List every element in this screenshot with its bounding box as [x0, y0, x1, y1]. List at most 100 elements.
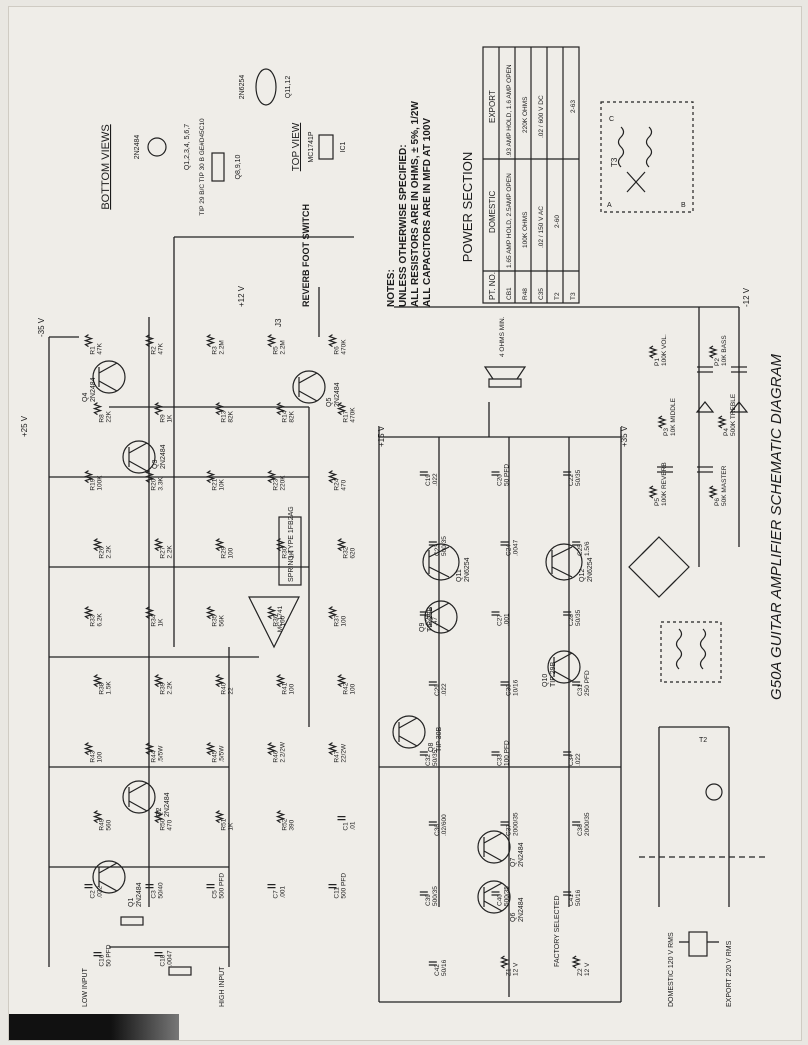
transistor-q12: Q12 2N6254	[545, 543, 594, 582]
component-ref: Q12	[579, 569, 586, 582]
resistor-icon	[275, 402, 286, 416]
component-val: 500K TREBLE	[730, 393, 737, 436]
svg-text:B: B	[681, 202, 686, 209]
reverb-switch: REVERB FOOT SWITCH J3	[274, 204, 320, 337]
capacitor-icon	[572, 821, 581, 826]
component-ref: C40	[497, 894, 504, 906]
capacitor-icon	[267, 884, 276, 889]
capacitor-icon	[206, 884, 215, 889]
component-ref: R41	[282, 682, 289, 694]
component-val: 2.2K	[167, 681, 174, 695]
component-val: 1K	[158, 618, 165, 627]
component-ref: R42	[343, 682, 350, 694]
resistor-icon	[266, 470, 277, 484]
transistor-q1: Q1 2N2484	[92, 860, 143, 907]
component-ref: C39	[425, 894, 432, 906]
component-ref: C11	[334, 887, 341, 899]
component-val: 100	[97, 751, 104, 762]
table-cell: 220K OHMS	[522, 96, 529, 133]
low-input-label: LOW INPUT	[82, 967, 89, 1007]
notes-header: NOTES:	[386, 269, 397, 307]
component-val: .0047	[513, 539, 520, 556]
component-val: 1K	[167, 414, 174, 423]
component-val: 22/2W	[341, 743, 348, 763]
bottom-view-2n2484: 2N2484 Q1,2,3,4, 5,6,7	[134, 124, 191, 170]
component-ref: R33	[90, 614, 97, 626]
component-val: 2N2484	[518, 897, 525, 922]
resistor-icon	[205, 334, 216, 348]
component-val: .022	[432, 473, 439, 486]
spring-label: SPRING TYPE 1FB2AG	[288, 506, 295, 582]
component-ref: R14	[282, 410, 289, 422]
resistor-icon	[92, 402, 103, 416]
potentiometer-icon	[717, 415, 727, 429]
domestic-label: DOMESTIC 120 V RMS	[668, 932, 675, 1007]
transistor-q10: Q10 TIP 29B	[542, 650, 581, 687]
transformer-t3: T3 C A B	[600, 101, 694, 213]
capacitor-icon	[500, 681, 509, 686]
component-ref: R5	[273, 346, 280, 355]
component-val: 500/35	[432, 886, 439, 906]
resistor-icon	[336, 402, 347, 416]
component-ref: Q4	[82, 393, 89, 402]
capacitor-icon	[419, 471, 428, 476]
component-ref: R50	[160, 818, 167, 830]
capacitor-icon	[328, 884, 337, 889]
component-val: 2N2484	[164, 792, 171, 817]
resistor-icon	[214, 538, 225, 552]
component-ref: C37	[506, 824, 513, 836]
component-val: 22	[228, 687, 235, 695]
component-val: 1.5/6	[584, 541, 591, 556]
component-val: 2N2484	[136, 882, 143, 907]
speaker-label: 4 OHMS MIN.	[499, 316, 506, 357]
component-ref: R8	[99, 414, 106, 423]
component-ref: R44	[151, 750, 158, 762]
component-val: 50K MASTER	[721, 465, 728, 506]
component-val: 100	[350, 683, 357, 694]
rail-label: -35 V	[37, 317, 46, 337]
power-section-title: POWER SECTION	[460, 152, 475, 263]
component-ref: R51	[221, 818, 228, 830]
component-ref: Q2	[156, 808, 163, 817]
notes-line: ALL CAPACITORS ARE IN MFD AT 100V	[422, 118, 433, 307]
component-val: 22K	[106, 410, 113, 422]
component-val: 470	[341, 479, 348, 490]
resistor-icon	[266, 606, 277, 620]
resistor-icon	[83, 606, 94, 620]
component-ref: Q11	[456, 569, 463, 582]
component-val: 500/35	[504, 886, 511, 906]
component-val: 82K	[289, 410, 296, 422]
svg-text:A: A	[607, 202, 612, 209]
component-val: 50/35	[432, 749, 439, 766]
component-ref: P1	[654, 358, 661, 366]
resistor-icon	[327, 334, 338, 348]
capacitor-icon	[563, 471, 572, 476]
component-val: MC 1741	[277, 605, 284, 632]
schematic-diagram: G50A GUITAR AMPLIFIER SCHEMATIC DIAGRAM …	[20, 46, 785, 1007]
component-val: 10/16	[513, 679, 520, 696]
component-val: 6.2K	[97, 613, 104, 627]
resistor-icon	[275, 674, 286, 688]
capacitor-icon	[337, 816, 346, 821]
component-ref: R47	[334, 750, 341, 762]
component-ref: R35	[212, 614, 219, 626]
component-val: 56K	[219, 614, 226, 626]
top-view-use: IC1	[340, 141, 347, 152]
dip8-outline-icon	[318, 134, 334, 160]
component-val: .022	[441, 683, 448, 696]
component-val: .001	[504, 613, 511, 626]
component-ref: R6	[334, 346, 341, 355]
potentiometer-icon	[657, 415, 667, 429]
component-ref: P2	[714, 358, 721, 366]
bottom-view-part: TIP 29 B/C TIP 30 B GE#D45C10	[199, 118, 206, 216]
capacitor-icon	[428, 821, 437, 826]
capacitor-icon	[491, 891, 500, 896]
capacitor-icon	[563, 611, 572, 616]
capacitor-icon	[84, 884, 93, 889]
capacitor-icon	[491, 751, 500, 756]
component-ref: C16	[99, 954, 106, 966]
component-ref: C38	[577, 824, 584, 836]
input-jacks: LOW INPUT HIGH INPUT	[82, 916, 226, 1007]
component-val: 2.2K	[167, 545, 174, 559]
component-val: 2.2M	[219, 340, 226, 354]
